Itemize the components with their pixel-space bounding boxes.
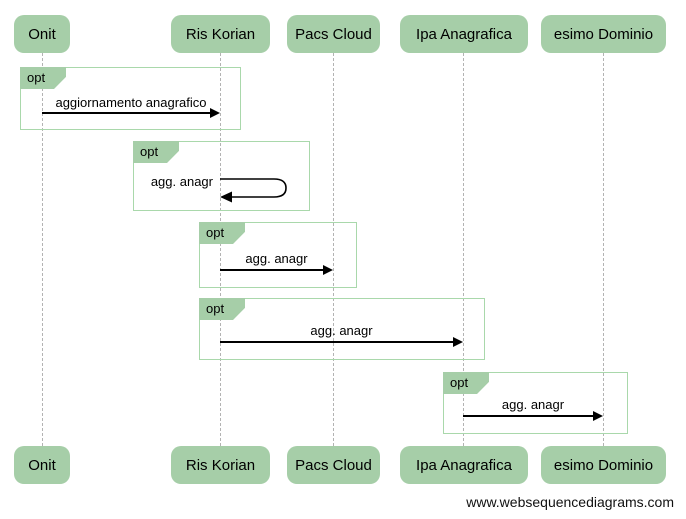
actor-label: Ipa Anagrafica (416, 456, 512, 474)
message-5-arrowhead-icon (593, 411, 603, 421)
lifeline-onit (42, 53, 43, 446)
actor-label: Pacs Cloud (295, 25, 372, 43)
message-5-label: agg. anagr (501, 397, 565, 412)
opt-fragment-2: opt (133, 141, 310, 211)
lifeline-ris-korian (220, 53, 221, 446)
actor-ipa-anagrafica-top: Ipa Anagrafica (400, 15, 528, 53)
opt-fragment-4-label: opt (199, 298, 245, 320)
message-4-arrowhead-icon (453, 337, 463, 347)
actor-label: esimo Dominio (553, 456, 654, 474)
message-1-label: aggiornamento anagrafico (55, 95, 207, 110)
lifeline-esimo-dominio (603, 53, 604, 446)
lifeline-ipa-anagrafica (463, 53, 464, 446)
message-5-line (463, 415, 593, 417)
message-4-label: agg. anagr (310, 323, 373, 338)
actor-onit-top: Onit (14, 15, 70, 53)
actor-label: Ris Korian (185, 25, 256, 43)
actor-pacs-cloud-top: Pacs Cloud (287, 15, 380, 53)
actor-ipa-anagrafica-bottom: Ipa Anagrafica (400, 446, 528, 484)
message-2-self-loop-arrow-icon (220, 178, 287, 203)
opt-fragment-1: opt (20, 67, 241, 130)
opt-fragment-2-label: opt (133, 141, 179, 163)
actor-label: Onit (28, 456, 56, 474)
actor-label: Onit (28, 25, 56, 43)
actor-label: Ris Korian (185, 456, 256, 474)
actor-ris-korian-top: Ris Korian (171, 15, 270, 53)
actor-onit-bottom: Onit (14, 446, 70, 484)
opt-fragment-1-label: opt (20, 67, 66, 89)
message-3-line (220, 269, 323, 271)
actor-esimo-dominio-top: esimo Dominio (541, 15, 666, 53)
opt-fragment-3-label: opt (199, 222, 245, 244)
message-3-label: agg. anagr (245, 251, 308, 266)
opt-fragment-4: opt (199, 298, 485, 360)
actor-pacs-cloud-bottom: Pacs Cloud (287, 446, 380, 484)
message-2-label: agg. anagr (150, 174, 213, 189)
actor-label: Ipa Anagrafica (416, 25, 512, 43)
actor-ris-korian-bottom: Ris Korian (171, 446, 270, 484)
message-1-arrowhead-icon (210, 108, 220, 118)
actor-label: Pacs Cloud (295, 456, 372, 474)
actor-esimo-dominio-bottom: esimo Dominio (541, 446, 666, 484)
opt-fragment-5: opt (443, 372, 628, 434)
actor-label: esimo Dominio (553, 25, 654, 43)
message-3-arrowhead-icon (323, 265, 333, 275)
message-1-line (42, 112, 210, 114)
message-4-line (220, 341, 453, 343)
opt-fragment-5-label: opt (443, 372, 489, 394)
opt-fragment-3: opt (199, 222, 357, 288)
lifeline-pacs-cloud (333, 53, 334, 446)
watermark: www.websequencediagrams.com (466, 494, 674, 510)
